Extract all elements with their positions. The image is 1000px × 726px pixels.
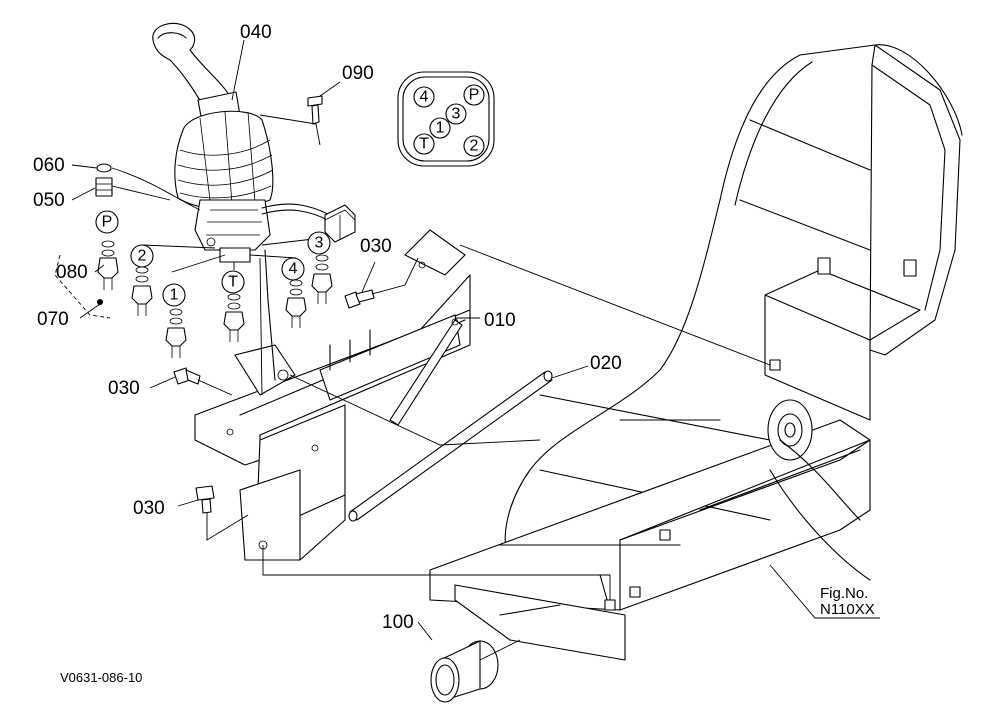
callout-labels: 040 090 060 050 080 070 030 030 030 010 … — [33, 22, 622, 633]
figure-ref-line1: Fig.No. — [820, 585, 868, 602]
figure-ref-line2: N110XX — [820, 601, 875, 618]
bolt-090 — [259, 95, 323, 146]
fitting-set — [97, 237, 333, 358]
inset-port-t: T — [419, 136, 429, 153]
rod-020 — [348, 370, 553, 522]
callout-030-lower: 030 — [133, 498, 165, 519]
callout-010: 010 — [484, 310, 516, 331]
port-marker-3: 3 — [315, 235, 324, 252]
inset-port-4: 4 — [420, 89, 429, 106]
callout-090: 090 — [342, 63, 374, 84]
port-marker-4: 4 — [289, 261, 298, 278]
bolt-030-upper — [344, 257, 419, 309]
bracket-010 — [194, 229, 471, 561]
figure-reference: Fig.No. N110XX — [820, 585, 875, 618]
inset-port-3: 3 — [452, 106, 461, 123]
inset-port-1: 1 — [436, 120, 445, 137]
callout-030-middle: 030 — [108, 378, 140, 399]
port-marker-2: 2 — [138, 248, 147, 265]
callout-030-upper: 030 — [360, 236, 392, 257]
joystick-040 — [152, 22, 356, 263]
machine-body — [429, 44, 963, 661]
callout-070: 070 — [37, 309, 69, 330]
port-markers: P 2 1 T 4 3 — [95, 210, 331, 307]
callout-080: 080 — [56, 262, 88, 283]
callout-050: 050 — [33, 190, 65, 211]
callout-100: 100 — [382, 612, 414, 633]
callout-060: 060 — [33, 155, 65, 176]
bolt-030-middle — [173, 367, 233, 396]
port-marker-p: P — [102, 214, 113, 231]
port-marker-1: 1 — [170, 287, 179, 304]
leader-lines — [54, 39, 880, 641]
inset-port-p: P — [469, 87, 480, 104]
port-marker-t: T — [228, 274, 238, 291]
port-layout-inset: 4 P 3 1 T 2 — [397, 71, 495, 167]
bolt-030-lower — [195, 485, 249, 541]
inset-port-2: 2 — [470, 138, 479, 155]
callout-020: 020 — [590, 353, 622, 374]
callout-040: 040 — [240, 22, 272, 43]
grommet-100 — [430, 639, 521, 703]
drawing-code: V0631-086-10 — [60, 670, 142, 685]
fitting-050 — [95, 163, 201, 211]
